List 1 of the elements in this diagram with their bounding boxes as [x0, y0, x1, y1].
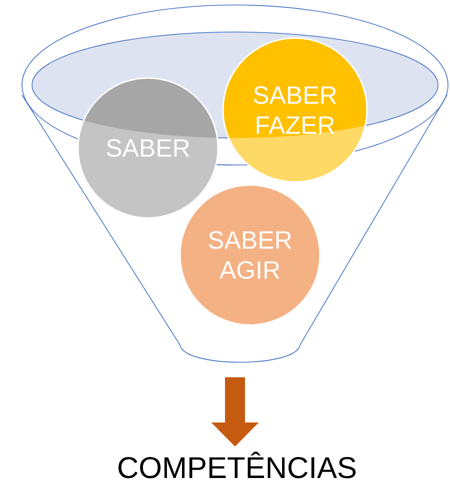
- title-text: COMPETÊNCIAS: [118, 452, 356, 478]
